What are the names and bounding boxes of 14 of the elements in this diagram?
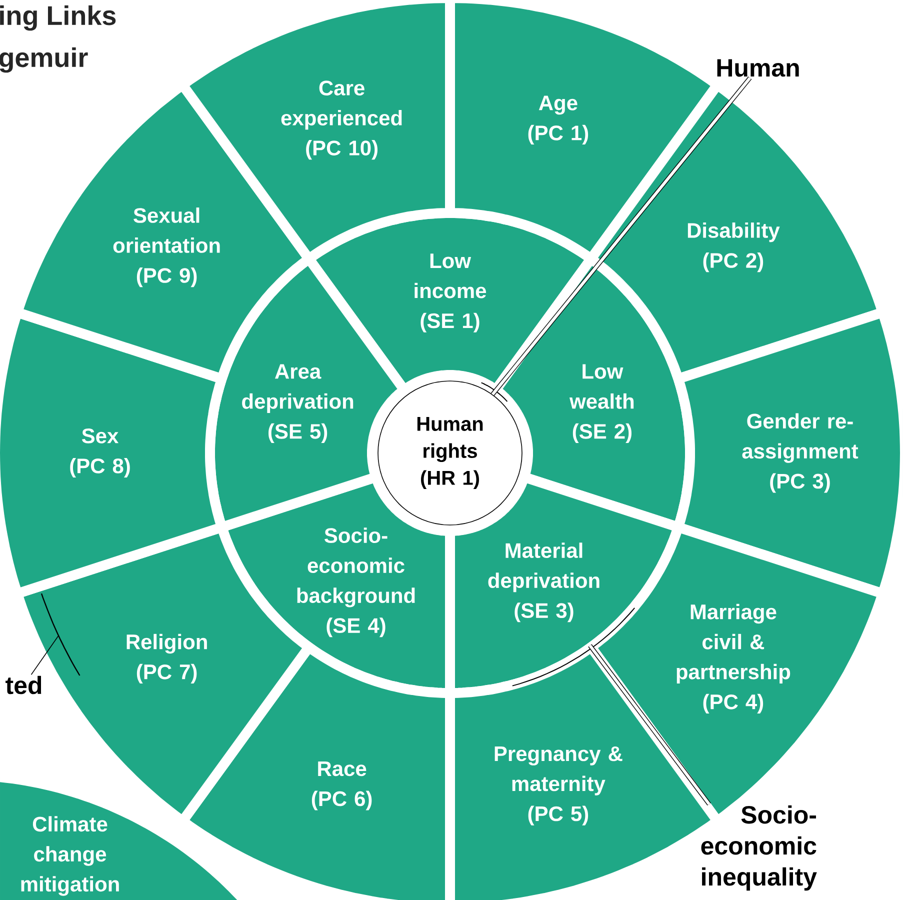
ring-label: ted: [6, 676, 42, 694]
node-label: Gender re-assignment (PC 3): [742, 413, 858, 493]
leader-line: [30, 635, 59, 676]
node-label: Disability (PC 2): [688, 222, 780, 272]
leader-line: [490, 76, 752, 396]
node-label: Marriage civil & partnership (PC 4): [676, 604, 790, 714]
node-label: Religion (PC 7): [126, 634, 207, 684]
title-text: ing Links: [0, 5, 116, 31]
leader-line: [588, 644, 711, 806]
node-label: Climate change mitigation: [21, 816, 119, 896]
node-label: Pregnancy & maternity (PC 5): [494, 746, 622, 826]
node-label: Race (PC 6): [312, 761, 372, 810]
ring-label: Human: [717, 59, 799, 77]
ring-label: Socio-economic inequality: [701, 805, 817, 891]
